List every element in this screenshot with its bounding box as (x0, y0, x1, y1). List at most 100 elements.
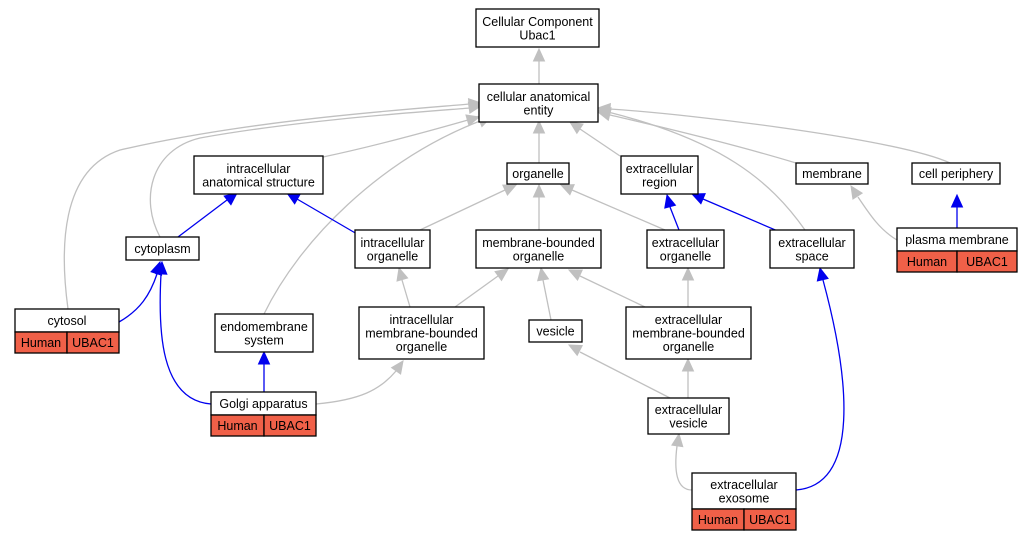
edge-exo-org (559, 184, 666, 231)
edge-io-ias-line (296, 198, 358, 235)
edge-exosome-exves-arrowhead (671, 432, 684, 448)
edge-golgi-endo-arrowhead (257, 350, 271, 365)
edge-mem-cae-line (609, 114, 797, 164)
term-label: region (642, 175, 677, 189)
term-box (214, 313, 314, 353)
edge-endo-cae (263, 115, 493, 315)
edge-golgi-cyto-arrowhead (155, 260, 168, 275)
term-label: cytoplasm (134, 242, 190, 256)
edge-imbo-io (396, 266, 411, 308)
edge-mbo-org (532, 183, 546, 230)
edge-imbo-io-line (401, 279, 411, 308)
term-label: endomembrane (220, 320, 308, 334)
edge-cyto-cae-line (149, 107, 471, 238)
term-box (475, 8, 600, 48)
term-box (911, 162, 1001, 185)
term-label: membrane-bounded (365, 327, 478, 341)
term-label: Golgi apparatus (219, 397, 307, 411)
edge-endo-cae-line (263, 120, 481, 315)
edge-exs-exr-line (702, 198, 781, 233)
term-box (795, 162, 869, 185)
term-node-org[interactable]: organelle (506, 162, 570, 185)
edge-exs-exr (690, 193, 781, 233)
term-label: organelle (663, 340, 714, 354)
term-node-cyto[interactable]: cytoplasm (125, 236, 200, 261)
edges-layer (63, 47, 964, 491)
edge-exves-ves-arrowhead (567, 344, 583, 357)
edge-exr-cae-arrowhead (569, 121, 584, 135)
term-box (354, 229, 431, 269)
edge-exves-ves (567, 344, 671, 399)
edge-exosome-exs (795, 266, 845, 491)
edge-exosome-exs-line (795, 279, 845, 491)
term-label: membrane-bounded (632, 327, 745, 341)
term-label: organelle (660, 249, 711, 263)
term-label: Cellular Component (482, 15, 593, 29)
gene-label: UBAC1 (269, 419, 311, 433)
edge-exo-org-arrowhead (559, 184, 575, 196)
edge-ias-cae-line (322, 119, 469, 158)
term-label: intracellular (390, 313, 454, 327)
term-box (620, 155, 699, 195)
edge-golgi-imbo-line (315, 370, 397, 405)
edge-cytosol-cae-line (63, 103, 471, 310)
edge-golgi-endo (257, 350, 271, 392)
edge-exves-embo (681, 357, 695, 398)
term-label: extracellular (652, 236, 719, 250)
term-label: space (795, 249, 828, 263)
term-box (125, 236, 200, 261)
edge-cae-root-arrowhead (532, 47, 546, 62)
edge-embo-exo-arrowhead (681, 266, 695, 281)
edge-ias-cae-arrowhead (465, 114, 481, 127)
term-label: exosome (719, 491, 770, 505)
edge-pm-mem (850, 184, 898, 241)
term-label: organelle (512, 167, 563, 181)
edge-exosome-exs-arrowhead (816, 266, 829, 282)
edge-cytosol-cae (63, 98, 483, 310)
edge-io-org-arrowhead (502, 184, 518, 196)
edge-exves-embo-arrowhead (681, 357, 695, 372)
edge-golgi-cyto (155, 260, 212, 405)
gene-cell (956, 250, 1018, 273)
gene-cell (66, 331, 120, 354)
term-box (769, 229, 855, 269)
term-box (646, 229, 725, 269)
species-label: Human (907, 255, 947, 269)
term-box (528, 319, 583, 343)
edge-ves-mbo-line (542, 279, 552, 321)
edge-imbo-mbo-arrowhead (494, 268, 509, 282)
term-box (506, 162, 570, 185)
edge-exs-cae-line (607, 111, 806, 231)
edge-ves-mbo-arrowhead (536, 266, 550, 282)
term-node-ves[interactable]: vesicle (528, 319, 583, 343)
term-node-mem[interactable]: membrane (795, 162, 869, 185)
edge-org-cae-arrowhead (532, 119, 546, 134)
term-node-cp[interactable]: cell periphery (911, 162, 1001, 185)
edge-org-cae (532, 119, 546, 163)
edge-imbo-mbo-line (454, 275, 499, 308)
edge-exr-cae-line (579, 128, 621, 157)
species-label: Human (698, 513, 738, 527)
edge-cyto-ias-arrowhead (223, 192, 238, 206)
edge-exr-cae (569, 121, 621, 157)
